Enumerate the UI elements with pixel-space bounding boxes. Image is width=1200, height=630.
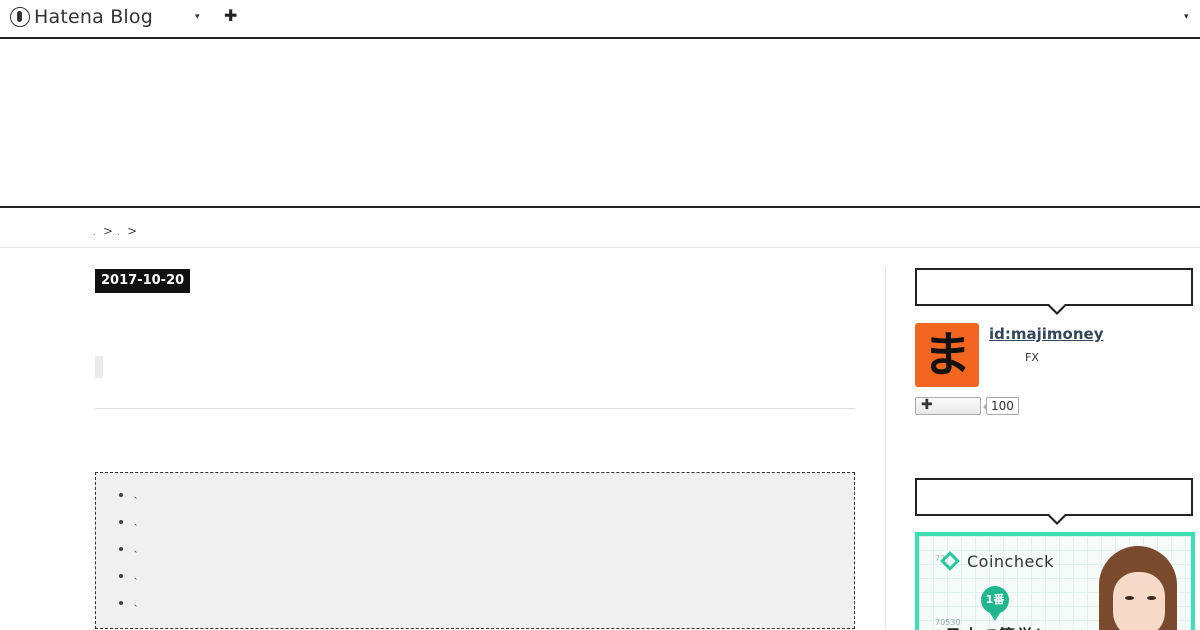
toc-item[interactable]: 、 — [134, 536, 854, 563]
breadcrumb-separator: > — [127, 224, 138, 238]
account-menu-caret-icon[interactable]: ▾ — [1184, 12, 1189, 22]
table-of-contents: 、 、 、 、 、 — [95, 472, 855, 629]
toc-item[interactable]: 、 — [134, 482, 854, 509]
breadcrumb-link[interactable]: 、 — [93, 230, 100, 237]
breadcrumb-link[interactable]: 、 — [117, 230, 124, 237]
coincheck-ad-banner[interactable]: 72 70530 Coincheck 1番 日本で簡単に — [915, 532, 1195, 630]
add-button[interactable]: ✚ — [224, 6, 238, 25]
logo-text: Hatena Blog — [34, 6, 153, 28]
subscribe-button[interactable]: ✚ — [915, 397, 981, 415]
hatena-logo-icon — [10, 7, 30, 27]
subscriber-count: 100 — [983, 397, 1019, 415]
caret-down-icon[interactable]: ▾ — [195, 12, 200, 22]
toc-item[interactable]: 、 — [134, 590, 854, 617]
toc-item[interactable]: 、 — [134, 563, 854, 590]
profile-module-title — [915, 268, 1193, 315]
toc-item[interactable]: 、 — [134, 509, 854, 536]
ad-chart-tick: 70530 — [935, 618, 961, 627]
profile-id-link[interactable]: id:majimoney — [989, 325, 1104, 343]
global-header: Hatena Blog ▾ ✚ ▾ — [0, 0, 1200, 39]
ad-badge: 1番 — [981, 586, 1009, 621]
ad-headline: 日本で簡単に — [945, 622, 1053, 630]
breadcrumb: 、 > 、 > — [93, 224, 137, 238]
sidebar-divider — [885, 268, 886, 630]
ad-brand: Coincheck — [967, 552, 1054, 571]
entry-date[interactable]: 2017-10-20 — [95, 269, 191, 293]
ad-chart-tick: 72 — [935, 554, 946, 563]
breadcrumb-separator: > — [103, 224, 114, 238]
avatar[interactable]: ま — [915, 323, 979, 387]
breadcrumb-divider — [0, 247, 1200, 248]
ad-model-photo — [1099, 546, 1179, 630]
ad-module-title — [915, 478, 1193, 525]
blog-header — [0, 39, 1200, 208]
hatena-blog-logo[interactable]: Hatena Blog — [10, 6, 153, 28]
profile-description: FX — [1025, 351, 1039, 364]
plus-icon: ✚ — [921, 397, 933, 413]
entry-title-placeholder — [95, 356, 103, 378]
entry-divider — [95, 408, 855, 409]
